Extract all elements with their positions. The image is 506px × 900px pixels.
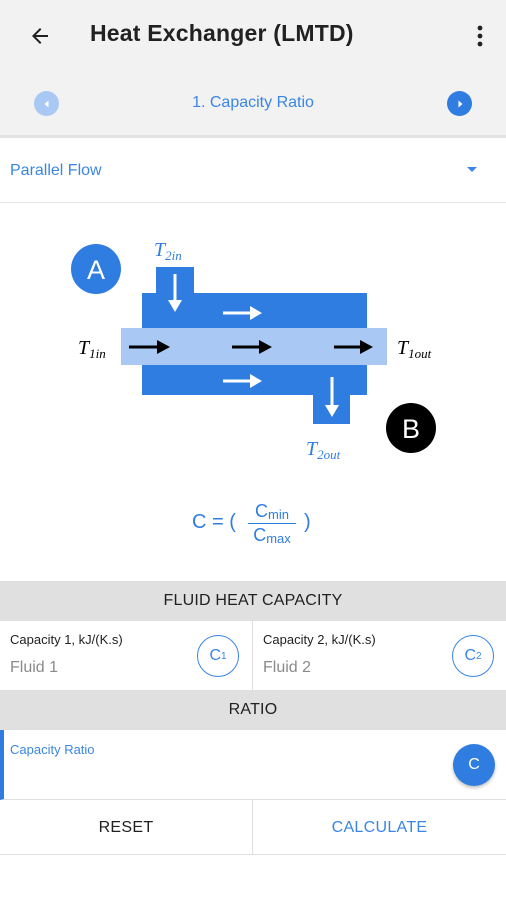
t2-out-label: T2out	[306, 438, 341, 462]
capacity-1-label: Capacity 1, kJ/(K.s)	[10, 632, 123, 647]
t2-outlet-arrow	[325, 377, 339, 417]
t1-in-label: T1in	[78, 337, 106, 361]
chevron-left-icon	[44, 100, 48, 107]
t1-out-label: T1out	[397, 337, 432, 361]
step-title: 1. Capacity Ratio	[192, 94, 314, 111]
section-header-ratio: RATIO	[0, 690, 506, 730]
tube-flow-arrow-1	[129, 340, 170, 354]
shell-flow-arrow-bottom	[223, 374, 262, 388]
c-button[interactable]: C	[453, 744, 495, 786]
app-bar: Heat Exchanger (LMTD)	[0, 0, 506, 72]
calculate-button[interactable]: CALCULATE	[331, 818, 428, 836]
action-bar: RESET CALCULATE	[0, 800, 506, 855]
capacity-1-input[interactable]: Fluid 1	[10, 659, 59, 676]
next-step-button[interactable]	[447, 91, 472, 116]
badge-b: B	[386, 403, 436, 453]
chevron-right-icon	[458, 100, 462, 107]
capacity-ratio-label: Capacity Ratio	[10, 742, 95, 757]
svg-text:B: B	[402, 414, 420, 444]
formula-rhs: )	[304, 511, 311, 533]
more-options-button[interactable]	[464, 18, 496, 54]
heat-exchanger-diagram: A T2in	[0, 204, 506, 494]
t2-inlet-arrow	[168, 274, 182, 312]
formula-fraction: Cmin Cmax	[248, 501, 296, 546]
formula-denominator: Cmax	[253, 525, 291, 546]
flow-type-dropdown[interactable]: Parallel Flow	[0, 141, 506, 203]
capacity-2-label: Capacity 2, kJ/(K.s)	[263, 632, 376, 647]
reset-button[interactable]: RESET	[0, 800, 253, 855]
formula-lhs: C = (	[192, 511, 236, 533]
arrow-left-icon	[32, 28, 48, 44]
tube-flow-arrow-2	[232, 340, 272, 354]
formula-numerator: Cmin	[248, 501, 296, 524]
badge-a: A	[71, 244, 121, 294]
t2-in-label: T2in	[154, 239, 182, 263]
capacity-ratio-formula: C = ( Cmin Cmax )	[0, 496, 506, 556]
section-header-fluid-heat-capacity: FLUID HEAT CAPACITY	[0, 581, 506, 621]
flow-type-value: Parallel Flow	[10, 162, 102, 179]
step-navigator: 1. Capacity Ratio	[0, 72, 506, 138]
capacity-ratio-field[interactable]: Capacity Ratio C	[0, 730, 506, 800]
svg-text:A: A	[87, 255, 105, 285]
previous-step-button[interactable]	[34, 91, 59, 116]
capacity-2-input[interactable]: Fluid 2	[263, 659, 312, 676]
more-vertical-icon	[477, 25, 483, 47]
back-button[interactable]	[22, 18, 58, 54]
shell-flow-arrow-top	[223, 306, 262, 320]
diagram-canvas: A T2in	[71, 239, 436, 462]
tube-flow-arrow-3	[334, 340, 373, 354]
dropdown-caret-icon	[467, 167, 477, 172]
page-title: Heat Exchanger (LMTD)	[90, 20, 354, 46]
